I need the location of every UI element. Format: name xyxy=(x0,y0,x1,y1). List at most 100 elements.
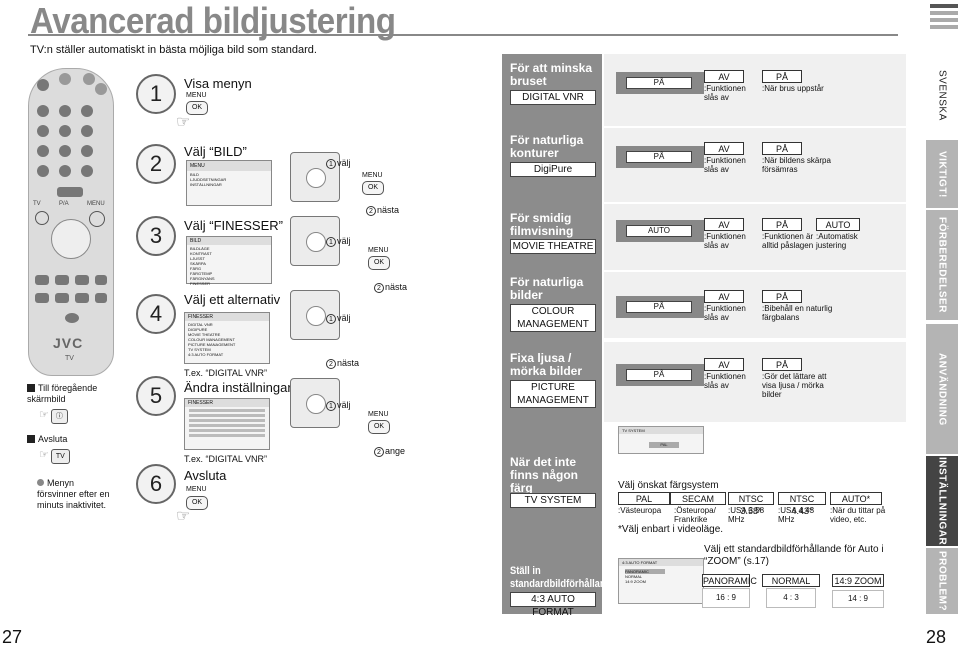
note-exit: Avsluta ☞TV xyxy=(27,434,117,464)
remote-button xyxy=(35,275,49,285)
step-4-label: Välj ett alternativ xyxy=(184,292,281,307)
remote-button xyxy=(75,293,89,303)
remote-button xyxy=(59,125,71,137)
step-2-dpad-icon xyxy=(290,152,340,202)
step-5-select-text: välj xyxy=(337,400,351,410)
hand-icon: ☞ xyxy=(176,114,191,131)
step-4-screen-title: FINESSER xyxy=(185,313,269,321)
screen-line xyxy=(189,409,265,412)
feature-7-ratio-zoom: 14 : 9 xyxy=(832,590,884,608)
step-6-label: Avsluta xyxy=(184,468,227,483)
circled-1-icon: 1 xyxy=(326,401,336,411)
remote-button xyxy=(95,293,107,303)
feature-1-options: PÅ AV :Funktionen slås av PÅ :När brus u… xyxy=(604,54,906,126)
feature-6-desc-ntsc358: :USA 3,58 MHz xyxy=(728,506,765,524)
step-5-dpad-icon xyxy=(290,378,340,428)
step-3-menu-label: MENU xyxy=(368,247,389,254)
remote-menu-label: MENU xyxy=(87,201,105,207)
feature-7-ratio-normal: 4 : 3 xyxy=(766,588,816,608)
screen-item: LJUSST xyxy=(190,256,205,261)
step-2-screen-items: BILD LJUDDSETNINGAR INSTÄLLNINGAR xyxy=(187,171,271,188)
remote-tv-label: TV xyxy=(33,201,41,207)
screen-item: FINESSER xyxy=(190,281,211,286)
feature-5-desc-pa: :Gör det lättare att visa ljusa / mörka … xyxy=(762,372,827,399)
tab-settings: INSTÄLLNINGAR xyxy=(926,456,958,546)
feature-3-heading: För smidig filmvisning xyxy=(510,211,574,238)
feature-3-options: AUTO AV :Funktionen slås av PÅ :Funktion… xyxy=(604,204,906,270)
step-4-select-text: välj xyxy=(337,313,351,323)
feature-2-screen-value: PÅ xyxy=(626,151,692,163)
step-6-number: 6 xyxy=(136,464,176,504)
note-timeout-text: Menyn försvinner efter en minuts inaktiv… xyxy=(37,478,110,510)
screen-item: 4:3 AUTO FORMAT xyxy=(188,352,224,357)
feature-6-option-pal: PAL xyxy=(618,492,670,505)
screen-line xyxy=(189,419,265,422)
step-4-number: 4 xyxy=(136,294,176,334)
step-5-screen: FINESSER xyxy=(184,398,270,450)
circled-1-icon: 1 xyxy=(326,237,336,247)
tab-usage: ANVÄNDNING xyxy=(926,324,958,454)
remote-button xyxy=(95,275,107,285)
step-5-next-text: nästa xyxy=(337,358,360,368)
circled-2-icon: 2 xyxy=(374,447,384,457)
screen-item: FÄRG xyxy=(190,266,202,271)
feature-4-heading: För naturliga bilder xyxy=(510,275,584,302)
screen-item: FÄRGNYANS xyxy=(190,276,215,281)
feature-6-screen-value: PAL xyxy=(649,442,679,448)
feature-1-desc-av: :Funktionen slås av xyxy=(704,84,746,102)
feature-3-option-pa: PÅ xyxy=(762,218,802,231)
screen-item: LJUDDSETNINGAR xyxy=(190,177,227,182)
feature-6-desc-pal: :Västeuropa xyxy=(618,506,662,515)
feature-7-options: 4:3 AUTO FORMAT PANORAMIC NORMAL 14:9 ZO… xyxy=(604,544,906,612)
feature-7-screen-title: 4:3 AUTO FORMAT xyxy=(619,559,703,566)
feature-1-option-av: AV xyxy=(704,70,744,83)
info-key-icon: ⓘ xyxy=(50,409,68,424)
remote-button xyxy=(37,145,49,157)
feature-6-button: TV SYSTEM xyxy=(510,493,596,508)
step-2-next-text: nästa xyxy=(377,205,400,215)
screen-item: COLOUR MANAGEMENT xyxy=(188,337,235,342)
feature-4-screen-value: PÅ xyxy=(626,301,692,313)
feature-5-options: PÅ AV :Funktionen slås av PÅ :Gör det lä… xyxy=(604,342,906,436)
remote-button xyxy=(55,293,69,303)
tab-language: SVENSKA xyxy=(936,69,948,121)
step-3-ok-key: OK xyxy=(368,256,390,270)
feature-7-screen: 4:3 AUTO FORMAT PANORAMIC NORMAL 14:9 ZO… xyxy=(618,558,704,604)
remote-dpad xyxy=(51,219,91,259)
feature-4-option-pa: PÅ xyxy=(762,290,802,303)
screen-item: KONTRAST xyxy=(190,251,212,256)
page-subtitle: TV:n ställer automatiskt in bästa möjlig… xyxy=(30,44,317,56)
feature-6-screen-title: TV SYSTEM xyxy=(619,427,703,434)
remote-button xyxy=(37,125,49,137)
header-stripes xyxy=(930,4,958,32)
screen-item: PICTURE MANAGEMENT xyxy=(188,342,236,347)
remote-button xyxy=(81,125,93,137)
page-number-right: 28 xyxy=(925,627,946,647)
remote-pr-label: P/A xyxy=(59,201,69,207)
step-3-dpad-icon xyxy=(290,216,340,266)
tab-preparations: FÖRBEREDELSER xyxy=(926,210,958,320)
remote-button xyxy=(95,83,107,95)
feature-2-desc-av: :Funktionen slås av xyxy=(704,156,746,174)
step-2-label: Välj “BILD” xyxy=(184,144,247,159)
step-2-number: 2 xyxy=(136,144,176,184)
screen-item: FÄRGTEMP xyxy=(190,271,213,276)
feature-5-heading: Fixa ljusa / mörka bilder xyxy=(510,351,583,378)
step-2-select-text: välj xyxy=(337,158,351,168)
screen-line xyxy=(189,429,265,432)
screen-item: BILDLÄGE xyxy=(190,246,210,251)
remote-brand-logo: JVC xyxy=(53,335,84,351)
feature-5-button: PICTURE MANAGEMENT xyxy=(510,380,596,408)
feature-2-option-av: AV xyxy=(704,142,744,155)
feature-1-heading: För att minska bruset xyxy=(510,61,593,88)
feature-4-desc-av: :Funktionen slås av xyxy=(704,304,746,322)
note-previous-text: Till föregående skärmbild xyxy=(27,383,98,404)
feature-5-screen-value: PÅ xyxy=(626,369,692,381)
step-4-example: T.ex. “DIGITAL VNR” xyxy=(184,368,268,378)
feature-3-button: MOVIE THEATRE xyxy=(510,239,596,254)
